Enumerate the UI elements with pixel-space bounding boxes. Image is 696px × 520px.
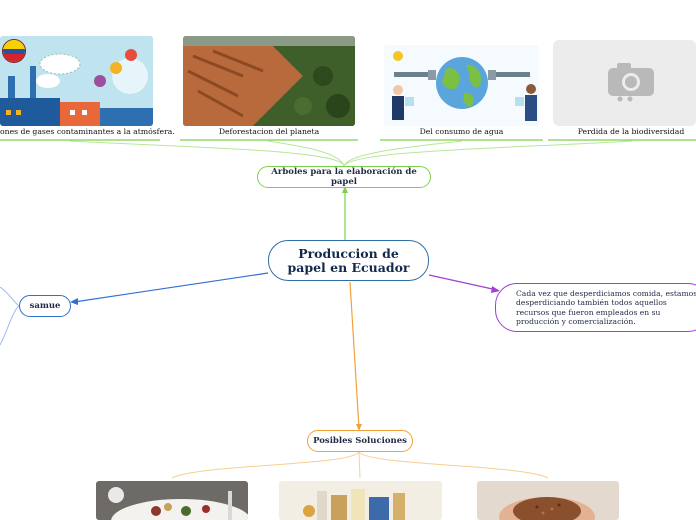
link-arboles-to-items — [69, 140, 633, 167]
plate-food-image[interactable] — [96, 481, 248, 520]
soluciones-sublinks — [171, 451, 549, 479]
food-waste-note-text: Cada vez que desperdiciamos comida, esta… — [516, 288, 696, 327]
link-central-to-soluciones — [349, 281, 360, 429]
arboles-topic[interactable]: Arboles para la elaboración de papel — [257, 166, 431, 188]
link-central-to-note — [428, 274, 498, 291]
caption-gases: ones de gases contaminantes a la atmósfe… — [0, 127, 175, 136]
caption-deforestacion: Deforestacion del planeta — [218, 127, 320, 136]
food-waste-note[interactable]: Cada vez que desperdiciamos comida, esta… — [495, 283, 696, 332]
flag-badge-icon — [2, 39, 26, 63]
food-products-image[interactable] — [279, 481, 442, 520]
samue-topic[interactable]: samue — [19, 295, 71, 317]
central-topic[interactable]: Produccion de papel en Ecuador — [268, 240, 429, 281]
caption-agua: Del consumo de agua — [419, 127, 504, 136]
link-central-to-samue — [73, 272, 269, 303]
soluciones-topic[interactable]: Posibles Soluciones — [307, 430, 413, 452]
central-topic-line2: papel en Ecuador — [287, 259, 410, 275]
biodiversity-image-placeholder[interactable] — [553, 40, 696, 126]
samue-sublinks — [0, 286, 20, 346]
water-consumption-image[interactable] — [384, 45, 539, 126]
central-topic-line1: Produccion de — [298, 245, 399, 261]
hands-seeds-image[interactable] — [477, 481, 619, 520]
deforestation-image[interactable] — [183, 36, 355, 126]
camera-placeholder-icon — [608, 63, 654, 102]
caption-biodiversidad: Perdida de la biodiversidad — [577, 127, 685, 136]
